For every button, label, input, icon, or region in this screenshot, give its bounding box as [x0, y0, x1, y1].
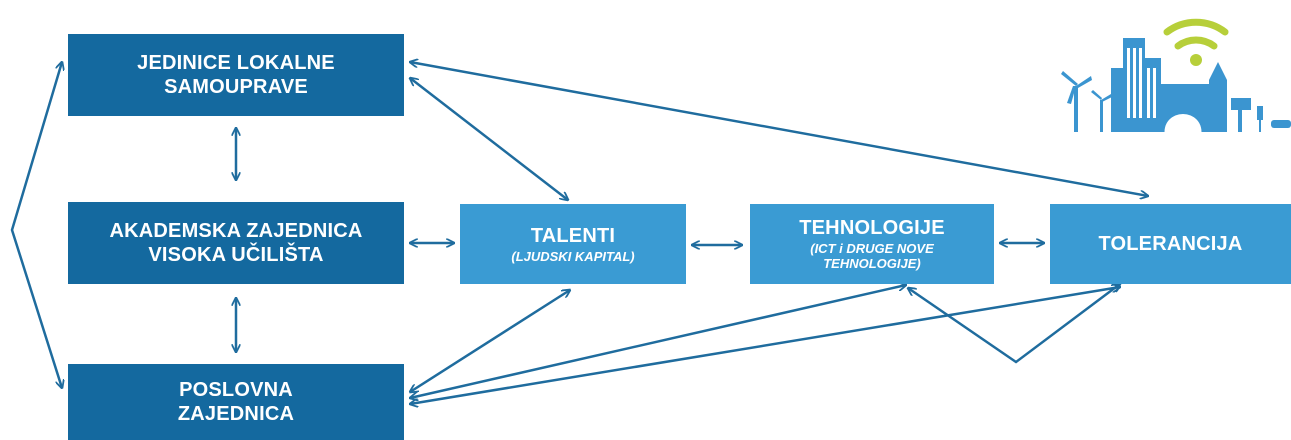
box-academic-line1: AKADEMSKA ZAJEDNICA — [109, 220, 363, 242]
box-tolerance: TOLERANCIJA — [1050, 204, 1291, 284]
box-technologies-subtitle-line1: (ICT i DRUGE NOVE — [810, 241, 934, 257]
arrow-local-tolerance — [410, 62, 1148, 196]
box-technologies: TEHNOLOGIJE (ICT i DRUGE NOVE TEHNOLOGIJ… — [750, 204, 994, 284]
box-local-government-line1: JEDINICE LOKALNE — [137, 52, 335, 74]
box-local-government-line2: SAMOUPRAVE — [164, 76, 308, 98]
box-business-community: POSLOVNA ZAJEDNICA — [68, 364, 404, 440]
arrow-local-talents — [410, 78, 568, 200]
box-local-government: JEDINICE LOKALNE SAMOUPRAVE — [68, 34, 404, 116]
box-talents-title: TALENTI — [530, 224, 616, 247]
box-technologies-subtitle-line2: TEHNOLOGIJE) — [823, 256, 921, 271]
smart-city-logo-icon — [1061, 18, 1291, 138]
box-academic-line2: VISOKA UČILIŠTA — [148, 244, 324, 266]
box-talents: TALENTI (LJUDSKI KAPITAL) — [460, 204, 686, 284]
arrow-business-talents — [410, 290, 570, 392]
box-technologies-title: TEHNOLOGIJE — [799, 217, 945, 240]
arrow-business-technologies — [410, 285, 906, 398]
arrow-local-business-loop — [10, 62, 62, 388]
arrow-business-tolerance — [410, 287, 1120, 404]
box-business-line2: ZAJEDNICA — [177, 403, 295, 425]
box-academic-community: AKADEMSKA ZAJEDNICA VISOKA UČILIŠTA — [68, 202, 404, 284]
box-talents-subtitle: (LJUDSKI KAPITAL) — [511, 248, 635, 264]
arrow-technologies-tolerance-loop — [908, 284, 1120, 364]
box-tolerance-title: TOLERANCIJA — [1098, 233, 1243, 255]
box-business-line1: POSLOVNA — [179, 379, 293, 401]
